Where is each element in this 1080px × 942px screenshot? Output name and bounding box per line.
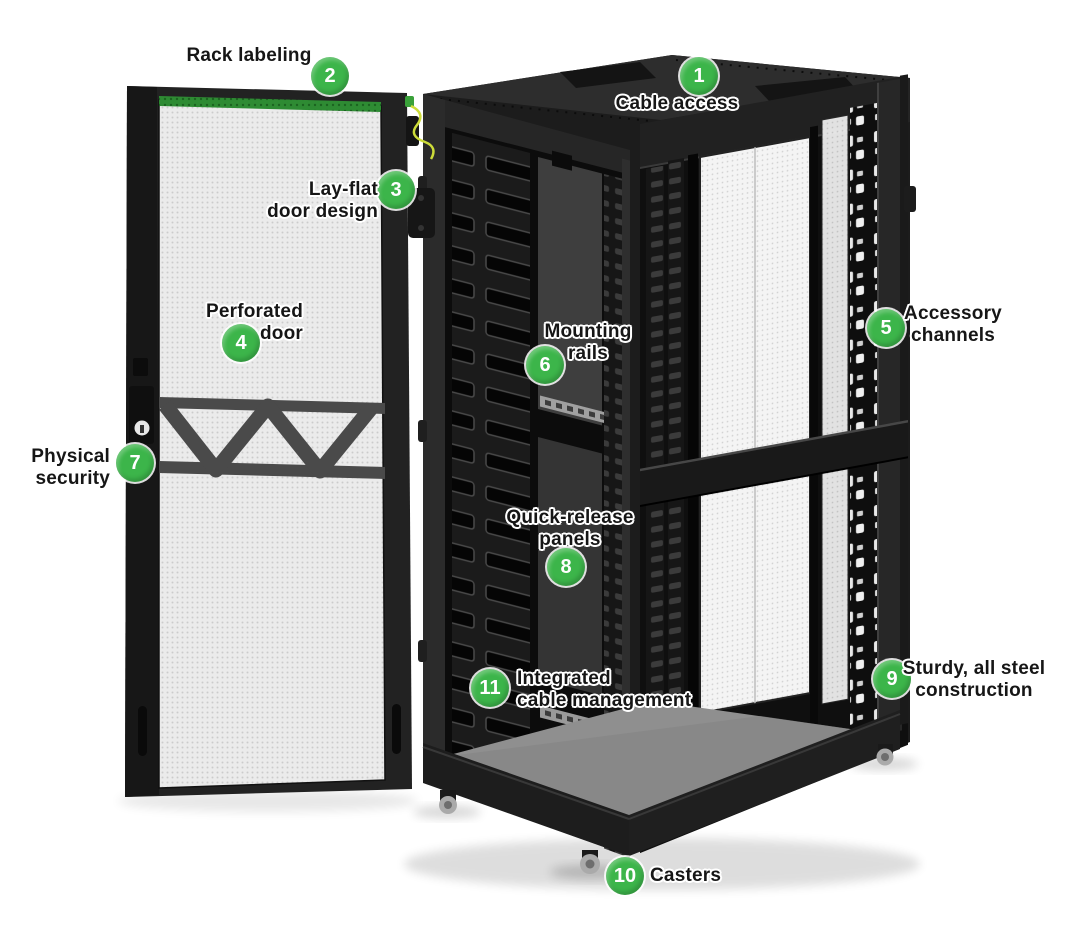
side-latch: [904, 186, 916, 212]
callout-label-2: Rack labeling: [186, 45, 312, 66]
side-brace: [640, 421, 908, 506]
front-header: [423, 94, 630, 175]
callout-label-9: Sturdy, all steel construction: [902, 658, 1046, 701]
callout-label-5: Accessory channels: [904, 303, 1002, 346]
callout-badge-2: 2: [311, 57, 349, 95]
caster-wheel: [876, 744, 894, 766]
mounting-rail-ladder: [452, 132, 530, 787]
callout-badge-1: 1: [680, 57, 718, 95]
door-handle-slot: [138, 706, 147, 756]
cable-access-cutout: [755, 77, 860, 102]
side-top-rail: [640, 75, 908, 168]
callout-label-6: Mounting rails: [544, 321, 632, 364]
casters-graphic: [439, 744, 894, 874]
front-left-post: [423, 94, 445, 784]
base-rail-front: [423, 743, 629, 856]
side-opening-graphic: [640, 74, 908, 854]
interior-panel-upper: [538, 157, 602, 426]
door-hinge: [406, 116, 419, 146]
callout-badge-10: 10: [606, 857, 644, 895]
panel-latch: [552, 150, 572, 171]
ground-wire: [405, 96, 435, 160]
inner-rail: [604, 173, 622, 858]
rear-door-mesh-strip: [821, 114, 849, 705]
door-truss-band: [159, 397, 385, 479]
base-graphic: [422, 701, 901, 856]
door-lock: [129, 358, 154, 473]
cabinet-graphic: [418, 55, 916, 874]
callout-label-3: Lay-flat door design: [267, 179, 378, 222]
callout-label-7: Physical security: [31, 446, 110, 489]
callout-label-11: Integrated cable management: [517, 668, 692, 711]
callout-badge-11: 11: [471, 669, 509, 707]
rear-corner-post: [878, 78, 902, 735]
callout-badge-9: 9: [873, 660, 911, 698]
callout-badge-3: 3: [377, 171, 415, 209]
caster-wheel: [580, 850, 600, 874]
accessory-channel: [850, 102, 878, 734]
rack-labeling-strip: [159, 96, 381, 112]
callout-badge-5: 5: [867, 309, 905, 347]
base-rail-side: [629, 710, 900, 856]
cable-access-cutout: [560, 62, 656, 88]
roof-top: [423, 55, 910, 120]
door-hinge: [408, 188, 435, 238]
callout-label-8: Quick-release panels: [506, 507, 634, 550]
callout-badge-7: 7: [116, 444, 154, 482]
door-handle-slot: [392, 704, 401, 754]
callout-label-10: Casters: [650, 865, 722, 886]
callout-label-4: Perforated door: [205, 301, 303, 344]
door-graphic: [125, 86, 435, 797]
caster-wheel: [439, 790, 457, 814]
front-opening-graphic: [423, 94, 630, 858]
callout-badge-4: 4: [222, 324, 260, 362]
callout-badge-6: 6: [526, 346, 564, 384]
callout-label-1: Cable access: [615, 93, 739, 114]
callout-badge-8: 8: [547, 548, 585, 586]
